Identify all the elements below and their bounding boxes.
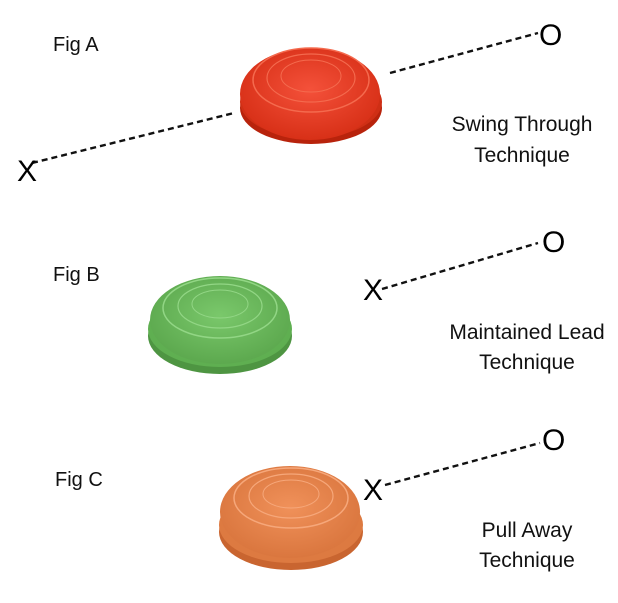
technique-label-line2: Technique (474, 144, 570, 167)
clay-target-icon (240, 47, 382, 144)
technique-label-line1: Pull Away (482, 519, 573, 542)
figure-label: Fig C (55, 469, 103, 491)
figure-c: Fig C X O Pull Away Technique (55, 424, 575, 572)
trajectory-line (381, 241, 539, 291)
x-marker-icon: X (363, 474, 383, 507)
clay-target-icon (148, 276, 292, 374)
figure-a: Fig A X O Swing Through Technique (17, 19, 592, 188)
o-marker-icon: O (542, 424, 565, 457)
technique-label-line2: Technique (479, 549, 575, 572)
trajectory-line-right (389, 31, 539, 75)
figure-b: Fig B X O Maintained Lead Technique (53, 226, 605, 374)
technique-label-line1: Swing Through (452, 113, 593, 136)
trajectory-line-left (31, 111, 235, 165)
figure-label: Fig A (53, 34, 99, 56)
trajectory-line (384, 441, 541, 487)
x-marker-icon: X (363, 274, 383, 307)
technique-label-line1: Maintained Lead (449, 321, 604, 344)
o-marker-icon: O (539, 19, 562, 52)
o-marker-icon: O (542, 226, 565, 259)
technique-label-line2: Technique (479, 351, 575, 374)
figure-label: Fig B (53, 264, 100, 286)
clay-target-icon (219, 466, 363, 570)
x-marker-icon: X (17, 155, 37, 188)
